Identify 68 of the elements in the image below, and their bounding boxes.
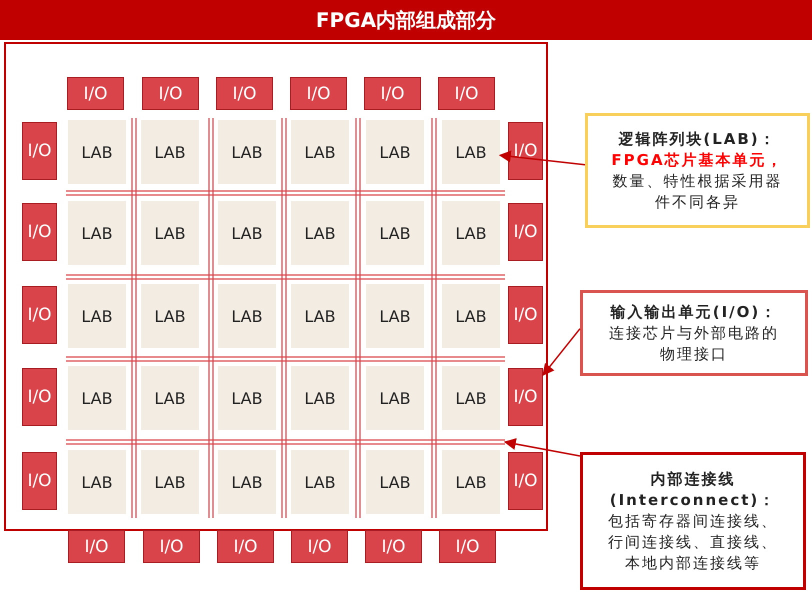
title-banner: FPGA内部组成部分 [0, 0, 812, 40]
io-block: I/O [22, 203, 57, 261]
io-block: I/O [22, 368, 57, 426]
chip-outline [4, 42, 548, 531]
io-block: I/O [364, 77, 421, 110]
lab-block: LAB [68, 450, 126, 514]
io-block: I/O [291, 530, 348, 563]
lab-block: LAB [141, 201, 199, 265]
callout-text: 包括寄存器间连接线、行间连接线、直接线、本地内部连接线等 [607, 510, 779, 574]
io-block: I/O [508, 122, 543, 180]
io-block: I/O [508, 452, 543, 510]
lab-block: LAB [291, 284, 349, 348]
lab-block: LAB [68, 201, 126, 265]
lab-block: LAB [366, 450, 424, 514]
callout-box [580, 290, 808, 376]
callout-text: FPGA芯片基本单元， [611, 150, 784, 170]
io-block: I/O [290, 77, 347, 110]
io-block: I/O [508, 286, 543, 344]
lab-block: LAB [366, 366, 424, 430]
callout-box [580, 452, 806, 590]
lab-block: LAB [442, 366, 500, 430]
lab-block: LAB [68, 284, 126, 348]
lab-block: LAB [218, 284, 276, 348]
io-block: I/O [216, 77, 273, 110]
lab-block: LAB [366, 284, 424, 348]
lab-block: LAB [291, 201, 349, 265]
io-block: I/O [143, 530, 200, 563]
lab-block: LAB [366, 201, 424, 265]
io-block: I/O [365, 530, 422, 563]
io-block: I/O [217, 530, 274, 563]
lab-block: LAB [366, 120, 424, 184]
io-block: I/O [68, 530, 125, 563]
lab-block: LAB [141, 284, 199, 348]
lab-block: LAB [442, 201, 500, 265]
lab-block: LAB [291, 450, 349, 514]
leader-arrow [542, 328, 581, 376]
lab-block: LAB [218, 366, 276, 430]
io-block: I/O [142, 77, 199, 110]
lab-block: LAB [68, 366, 126, 430]
lab-block: LAB [442, 450, 500, 514]
io-block: I/O [22, 286, 57, 344]
callout-text: 数量、特性根据采用器件不同各异 [612, 170, 784, 212]
lab-block: LAB [291, 120, 349, 184]
leader-arrow [504, 438, 580, 457]
lab-block: LAB [218, 120, 276, 184]
io-block: I/O [508, 368, 543, 426]
io-block: I/O [22, 122, 57, 180]
lab-block: LAB [442, 284, 500, 348]
lab-block: LAB [68, 120, 126, 184]
callout-box [585, 113, 810, 228]
lab-block: LAB [218, 450, 276, 514]
callout-text: 连接芯片与外部电路的物理接口 [608, 322, 780, 364]
io-block: I/O [438, 77, 495, 110]
lab-block: LAB [291, 366, 349, 430]
io-block: I/O [439, 530, 496, 563]
callout-heading: 输入输出单元(I/O)： [610, 302, 778, 322]
lab-block: LAB [442, 120, 500, 184]
lab-block: LAB [141, 450, 199, 514]
io-block: I/O [67, 77, 124, 110]
lab-block: LAB [141, 366, 199, 430]
callout-heading: 逻辑阵列块(LAB)： [618, 128, 777, 150]
leader-arrow [498, 150, 586, 166]
callout-heading: 内部连接线 (Interconnect)： [608, 468, 778, 510]
lab-block: LAB [141, 120, 199, 184]
io-block: I/O [22, 452, 57, 510]
io-block: I/O [508, 203, 543, 261]
interconnect-line [66, 439, 505, 445]
lab-block: LAB [218, 201, 276, 265]
